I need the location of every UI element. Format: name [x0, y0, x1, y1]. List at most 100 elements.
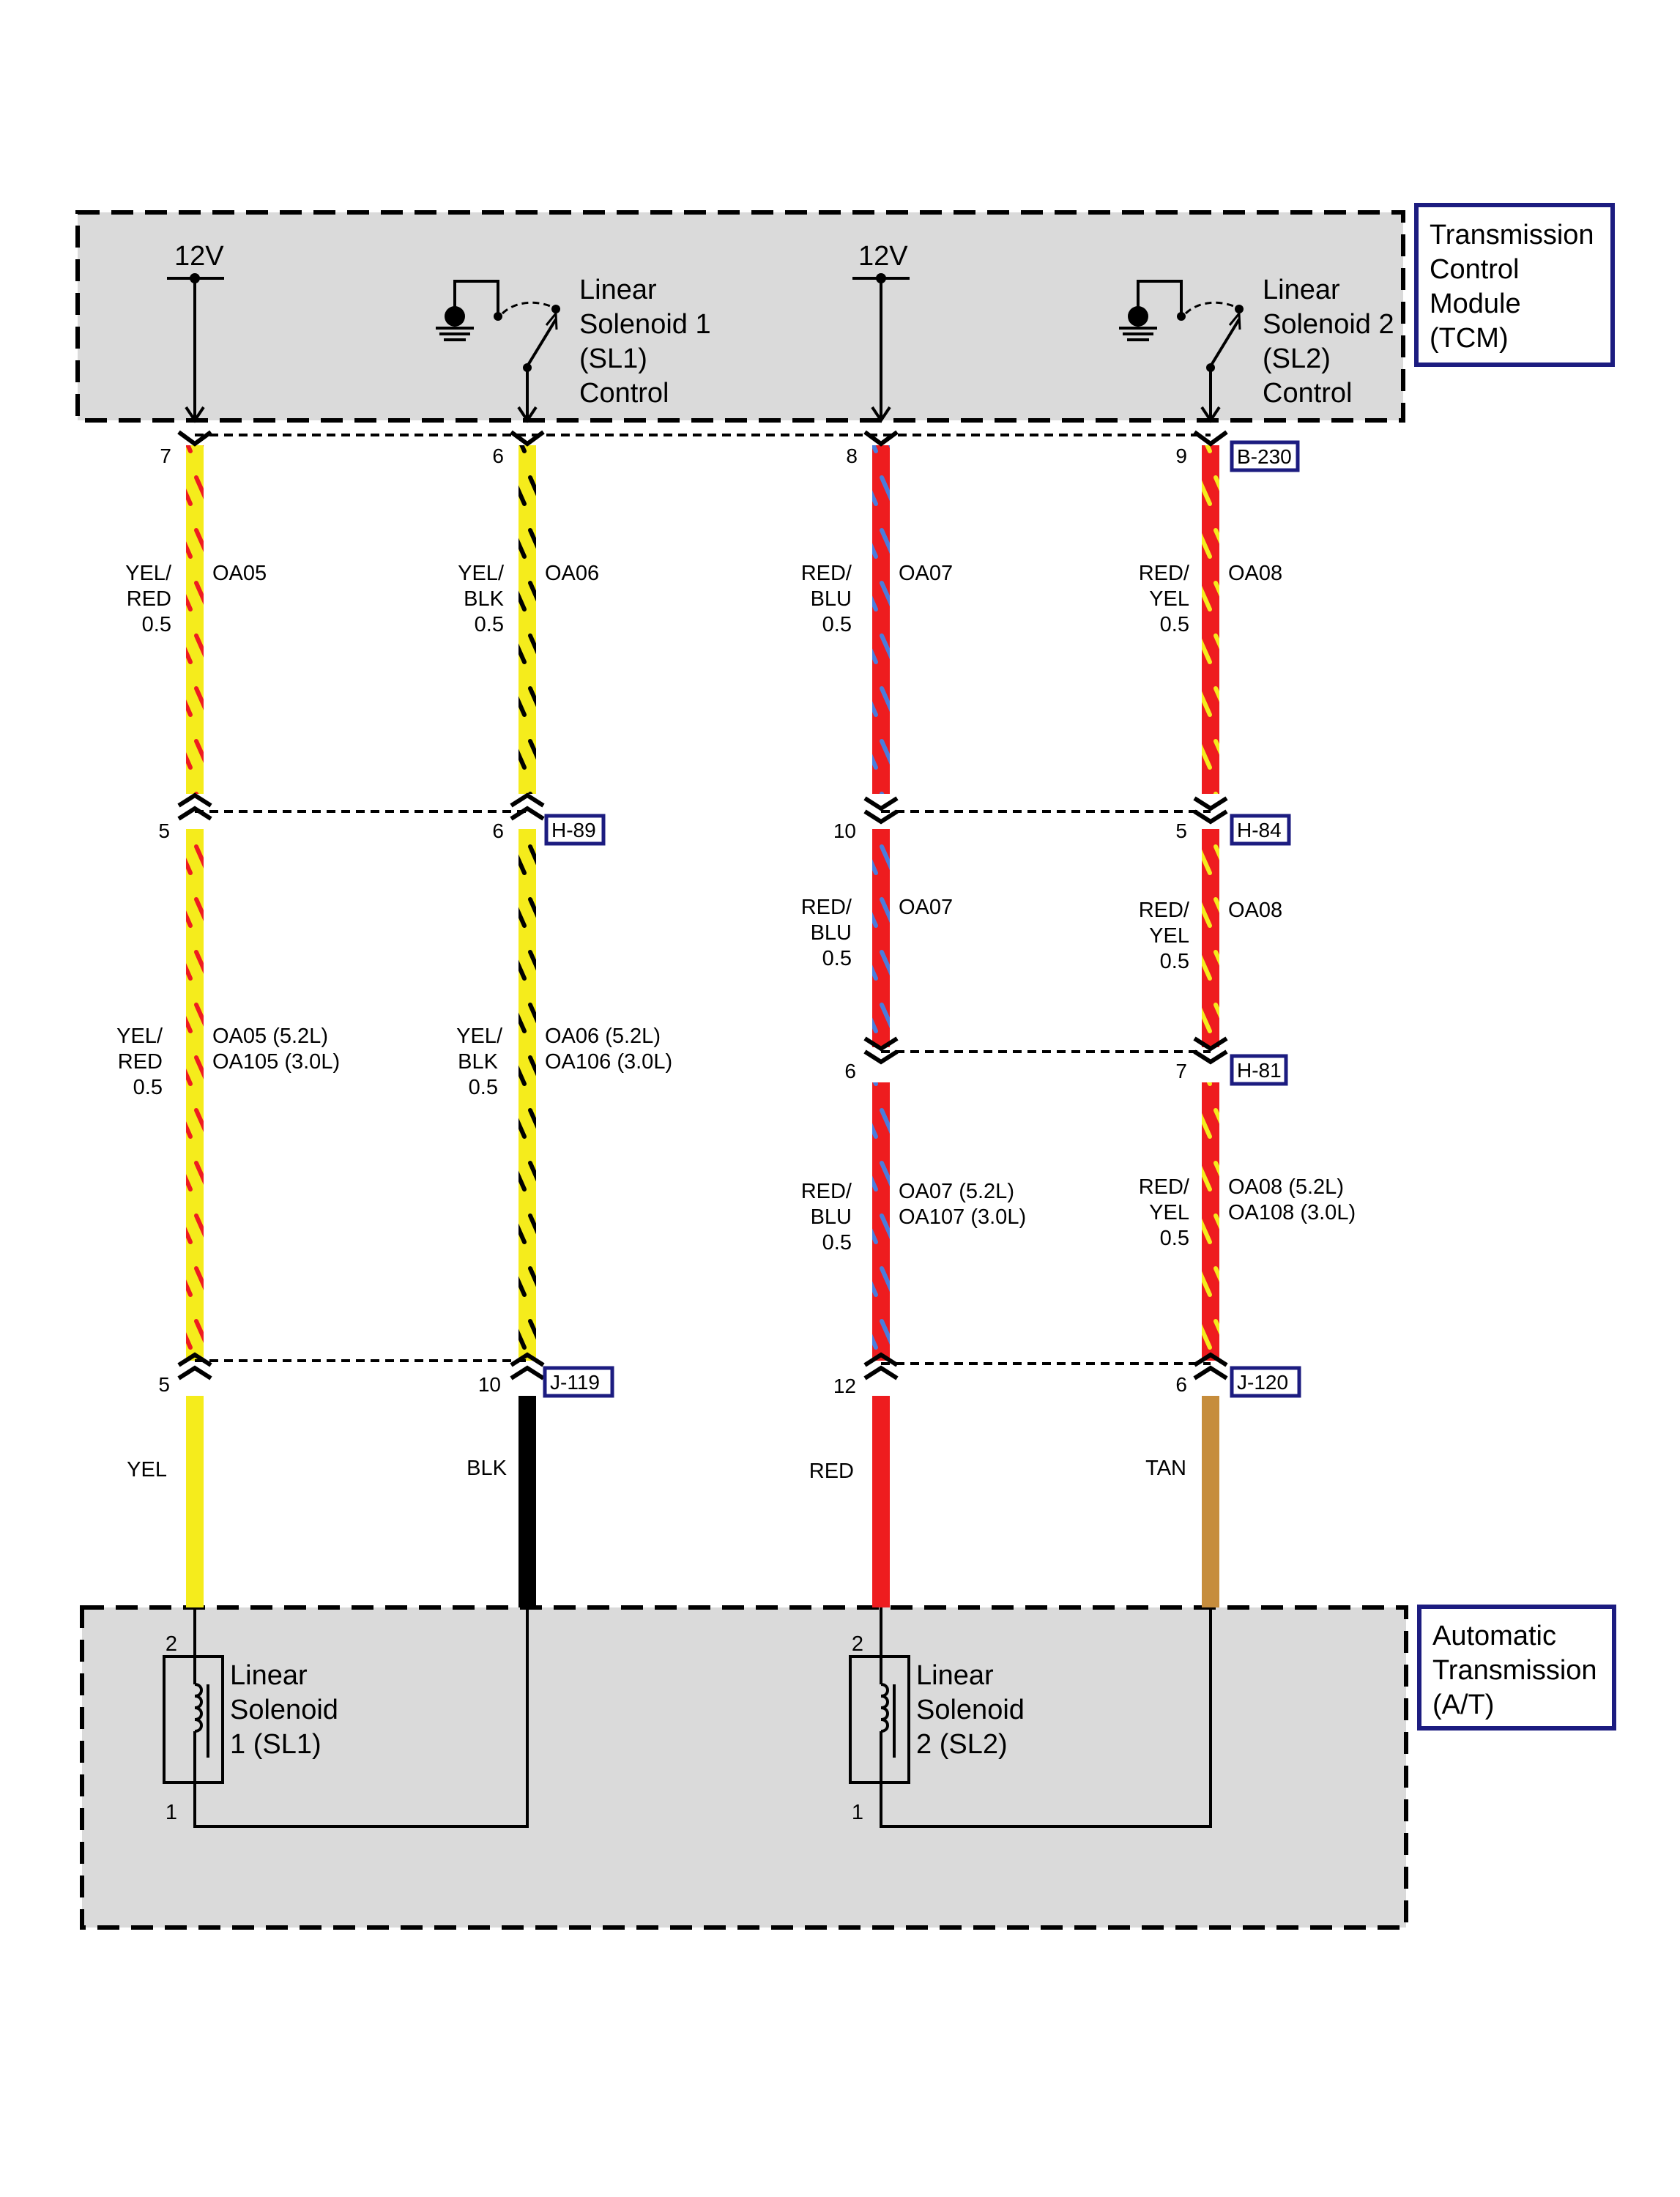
wire-color: RED/: [801, 1180, 852, 1203]
wire-color: BLK: [458, 1050, 498, 1074]
sl2-label-line: Solenoid: [916, 1695, 1025, 1725]
wire-size: 0.5: [822, 613, 852, 636]
connector-j119: 5 10 J-119: [158, 1352, 614, 1398]
pin-number: 7: [1175, 1060, 1187, 1082]
at-label-line: Transmission: [1432, 1655, 1597, 1686]
circuit-id: OA105 (3.0L): [212, 1050, 340, 1074]
at-label: Automatic Transmission (A/T): [1417, 1605, 1616, 1731]
sl2-label-line: 2 (SL2): [916, 1729, 1008, 1760]
sl2-pin-top: 2: [852, 1632, 863, 1656]
wire-size: 0.5: [1160, 613, 1189, 636]
wire-color: YEL/: [456, 1025, 503, 1048]
wire-4-seg1-label: RED/ YEL 0.5 OA08: [1139, 562, 1282, 636]
linear-solenoid-2: [849, 1607, 1212, 1828]
sl2-control-line: (SL2): [1263, 343, 1331, 374]
wire-color: RED/: [1139, 899, 1190, 922]
power-node-left: [190, 273, 200, 283]
tcm-label: Transmission Control Module (TCM): [1414, 203, 1615, 367]
sl1-label: Linear Solenoid 1 (SL1): [230, 1660, 338, 1760]
sl1-control-line: Linear: [579, 275, 657, 305]
wire-4-seg4-label: TAN: [1145, 1457, 1186, 1480]
circuit-id: OA05: [212, 562, 267, 585]
tcm-label-line: Transmission: [1430, 220, 1594, 250]
circuit-id: OA05 (5.2L): [212, 1025, 328, 1048]
wire-color: YEL: [1149, 587, 1189, 611]
power-label-right: 12V: [858, 241, 908, 272]
wire-size: 0.5: [475, 613, 504, 636]
sl2-label-line: Linear: [916, 1660, 994, 1691]
wire-color: BLU: [811, 587, 852, 611]
connector-id: J-119: [550, 1371, 600, 1394]
wire-4-seg1: [1202, 445, 1219, 794]
wire-color: RED/: [801, 896, 852, 919]
wire-size: 0.5: [133, 1076, 163, 1099]
sl2-control-line: Control: [1263, 378, 1353, 409]
pin-number: 10: [833, 819, 856, 842]
wire-4-seg4: [1202, 1396, 1219, 1607]
wire-3-seg3: [872, 1082, 890, 1361]
sl1-pin-bottom: 1: [166, 1801, 177, 1824]
circuit-id: OA06: [545, 562, 599, 585]
sl2-control-line: Solenoid 2: [1263, 309, 1394, 340]
wire-color: RED/: [801, 562, 852, 585]
circuit-id: OA08: [1228, 562, 1282, 585]
pin-number: 5: [158, 1373, 170, 1396]
sl2-pin-bottom: 1: [852, 1801, 863, 1824]
wire-color: RED/: [1139, 562, 1190, 585]
at-module-box: [80, 1605, 1408, 1930]
at-label-line: (A/T): [1432, 1689, 1494, 1720]
sl1-control-label: Linear Solenoid 1 (SL1) Control: [579, 275, 711, 409]
pin-number: 12: [833, 1375, 856, 1397]
sl1-control-line: Solenoid 1: [579, 309, 711, 340]
wire-4-seg3: [1202, 1082, 1219, 1361]
tcm-label-line: Control: [1430, 254, 1520, 285]
wire-size: 0.5: [1160, 1227, 1189, 1250]
circuit-id: OA08: [1228, 899, 1282, 922]
wire-1-seg3-label: YEL: [127, 1458, 167, 1482]
wire-1-seg2-label: YEL/ RED 0.5 OA05 (5.2L) OA105 (3.0L): [116, 1025, 340, 1099]
wire-color: YEL: [1149, 1201, 1189, 1224]
wire-2-seg1: [519, 445, 536, 794]
connector-b230: 7 6 8 9 B-230: [160, 430, 1300, 472]
sl1-label-line: Linear: [230, 1660, 308, 1691]
wire-size: 0.5: [469, 1076, 498, 1099]
circuit-id: OA07: [899, 562, 953, 585]
wire-4-seg2-label: RED/ YEL 0.5 OA08: [1139, 899, 1282, 973]
connector-id: H-89: [551, 819, 596, 841]
pin-number: 6: [492, 445, 504, 467]
wire-3-seg2-label: RED/ BLU 0.5 OA07: [801, 896, 953, 970]
circuit-id: OA106 (3.0L): [545, 1050, 672, 1074]
wire-1-seg1: [186, 445, 204, 794]
wire-3-seg4: [872, 1396, 890, 1607]
wire-size: 0.5: [142, 613, 171, 636]
wire-2-seg3: [519, 1396, 536, 1607]
wire-4-seg2: [1202, 829, 1219, 1047]
pin-number: 5: [158, 819, 170, 842]
wire-3-seg2: [872, 829, 890, 1047]
tcm-module-box: [75, 210, 1405, 423]
connector-id: H-84: [1237, 819, 1282, 841]
wire-2-seg1-label: YEL/ BLK 0.5 OA06: [458, 562, 599, 636]
wire-3-seg1-label: RED/ BLU 0.5 OA07: [801, 562, 953, 636]
wire-color: BLU: [811, 1205, 852, 1229]
pin-number: 5: [1175, 819, 1187, 842]
tcm-label-line: Module: [1430, 289, 1521, 319]
circuit-id: OA07 (5.2L): [899, 1180, 1014, 1203]
pin-number: 10: [478, 1373, 501, 1396]
sl1-control-line: (SL1): [579, 343, 647, 374]
sl2-control-label: Linear Solenoid 2 (SL2) Control: [1263, 275, 1394, 409]
pin-number: 6: [1175, 1373, 1187, 1396]
power-node-right: [876, 273, 886, 283]
wire-color: BLU: [811, 921, 852, 945]
pin-number: 6: [492, 819, 504, 842]
sl2-control-line: Linear: [1263, 275, 1340, 305]
pin-number: 7: [160, 445, 171, 467]
connector-h89: 5 6 H-89: [158, 792, 606, 846]
pin-number: 6: [844, 1060, 856, 1082]
connector-h81: 6 7 H-81: [844, 1036, 1288, 1086]
wire-size: 0.5: [822, 947, 852, 970]
wire-size: 0.5: [1160, 950, 1189, 973]
wire-2-seg3-label: BLK: [467, 1457, 507, 1480]
circuit-id: OA08 (5.2L): [1228, 1175, 1344, 1199]
wire-3-seg4-label: RED: [809, 1460, 854, 1483]
